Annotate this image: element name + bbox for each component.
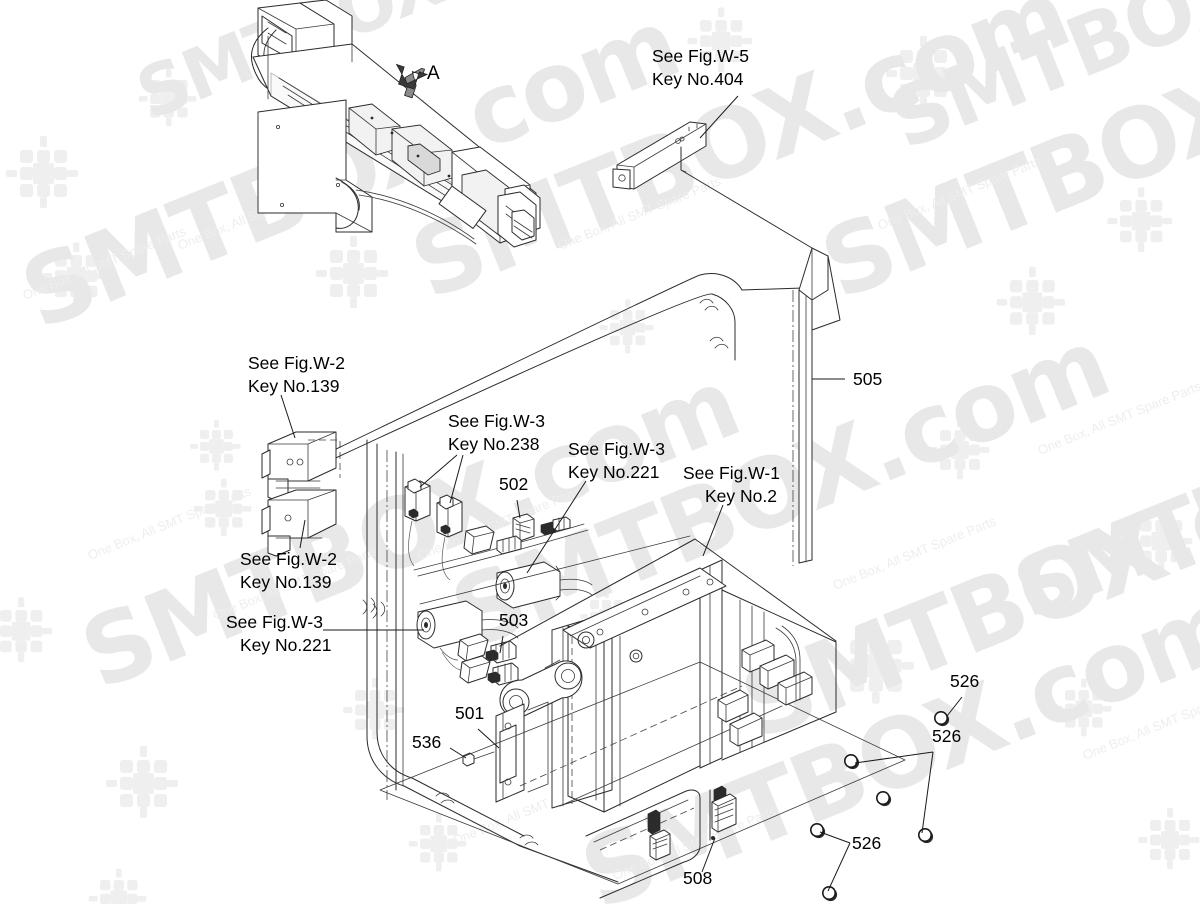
connector-key238-b — [436, 494, 463, 581]
number-labels: 505 502 503 501 536 508 526 526 526 — [412, 369, 979, 888]
bolt-526-1 — [933, 710, 950, 727]
detail-arrow-label: A — [427, 63, 440, 84]
view-direction-arrow — [395, 63, 429, 99]
num-536: 536 — [412, 732, 441, 752]
central-frame — [379, 535, 906, 899]
num-526-a: 526 — [950, 671, 979, 691]
num-526-b-leader-0 — [854, 751, 934, 764]
num-505: 505 — [853, 369, 882, 389]
connector-key238-a — [404, 478, 431, 567]
fig-w5-404-line-0: See Fig.W-5 — [652, 46, 749, 66]
fig-w1-2-line-1: Key No.2 — [705, 486, 777, 506]
fig-w3-221-upper-leader-0 — [526, 480, 587, 574]
num-501: 501 — [455, 703, 484, 723]
num-526-c-leader-1 — [827, 842, 851, 892]
bolt-526-6 — [821, 885, 838, 902]
fig-w2-139-upper-line-0: See Fig.W-2 — [248, 353, 345, 373]
num-502-leader-0 — [516, 499, 521, 519]
num-503-leader-0 — [499, 635, 504, 654]
duct-left-wall — [386, 450, 404, 800]
bracket-key139-upper — [261, 431, 341, 501]
bracket-key139-lower — [261, 489, 337, 557]
num-508: 508 — [683, 868, 712, 888]
bolt-526-3 — [875, 790, 892, 807]
bolt-markers — [809, 710, 950, 902]
num-508-leader-0 — [701, 837, 716, 873]
fig-w3-238-leader-0 — [419, 454, 458, 488]
head-assembly-detail — [251, 0, 541, 248]
fig-w3-221-lower-line-1: Key No.221 — [240, 635, 331, 655]
leader-lines — [280, 95, 963, 892]
fig-w1-2-leader-0 — [702, 504, 724, 557]
fig-w5-404-leader-0 — [699, 95, 739, 139]
bolt-526-5-head — [809, 822, 824, 837]
bolt-526-6-head — [821, 885, 836, 900]
cable-duct-loop — [326, 273, 804, 883]
fig-w5-404-line-1: Key No.404 — [652, 69, 744, 89]
bolt-526-5 — [809, 822, 826, 839]
cylinder-upper — [495, 561, 593, 609]
num-526-c: 526 — [852, 833, 881, 853]
vertical-duct-505 — [792, 247, 841, 566]
fig-w2-139-lower-leader-0 — [299, 519, 306, 549]
cylinder-lower — [416, 600, 519, 649]
bottom-connectors — [647, 785, 737, 861]
fig-w3-221-upper-line-1: Key No.221 — [568, 462, 659, 482]
bolt-526-2 — [843, 753, 860, 770]
bracket-key404 — [612, 121, 813, 249]
fig-w2-139-lower-line-1: Key No.139 — [240, 572, 331, 592]
bolt-526-2-head — [843, 753, 858, 768]
connectors-503 — [439, 633, 519, 686]
fig-w3-238-leader-1 — [449, 454, 464, 504]
bolt-526-1-head — [933, 710, 948, 725]
harness-502 — [413, 513, 589, 577]
fig-w3-221-upper-line-0: See Fig.W-3 — [568, 439, 665, 459]
num-502: 502 — [499, 474, 528, 494]
fig-w3-238-line-0: See Fig.W-3 — [448, 411, 545, 431]
bolt-526-3-head — [875, 790, 890, 805]
fig-w3-221-lower-line-0: See Fig.W-3 — [226, 612, 323, 632]
num-526-c-leader-0 — [819, 831, 851, 844]
num-501-leader-0 — [477, 728, 500, 749]
num-536-leader-0 — [449, 747, 467, 759]
fig-w2-139-lower-line-0: See Fig.W-2 — [240, 549, 337, 569]
fig-w3-238-line-1: Key No.238 — [448, 434, 539, 454]
num-526-a-leader-0 — [946, 696, 963, 717]
fig-w1-2-line-0: See Fig.W-1 — [683, 463, 780, 483]
num-526-b-leader-1 — [921, 751, 934, 834]
num-526-b: 526 — [932, 726, 961, 746]
num-503: 503 — [499, 610, 528, 630]
right-panel — [717, 589, 837, 761]
fig-w2-139-upper-line-1: Key No.139 — [248, 376, 339, 396]
fig-w2-139-upper-leader-0 — [280, 394, 296, 439]
